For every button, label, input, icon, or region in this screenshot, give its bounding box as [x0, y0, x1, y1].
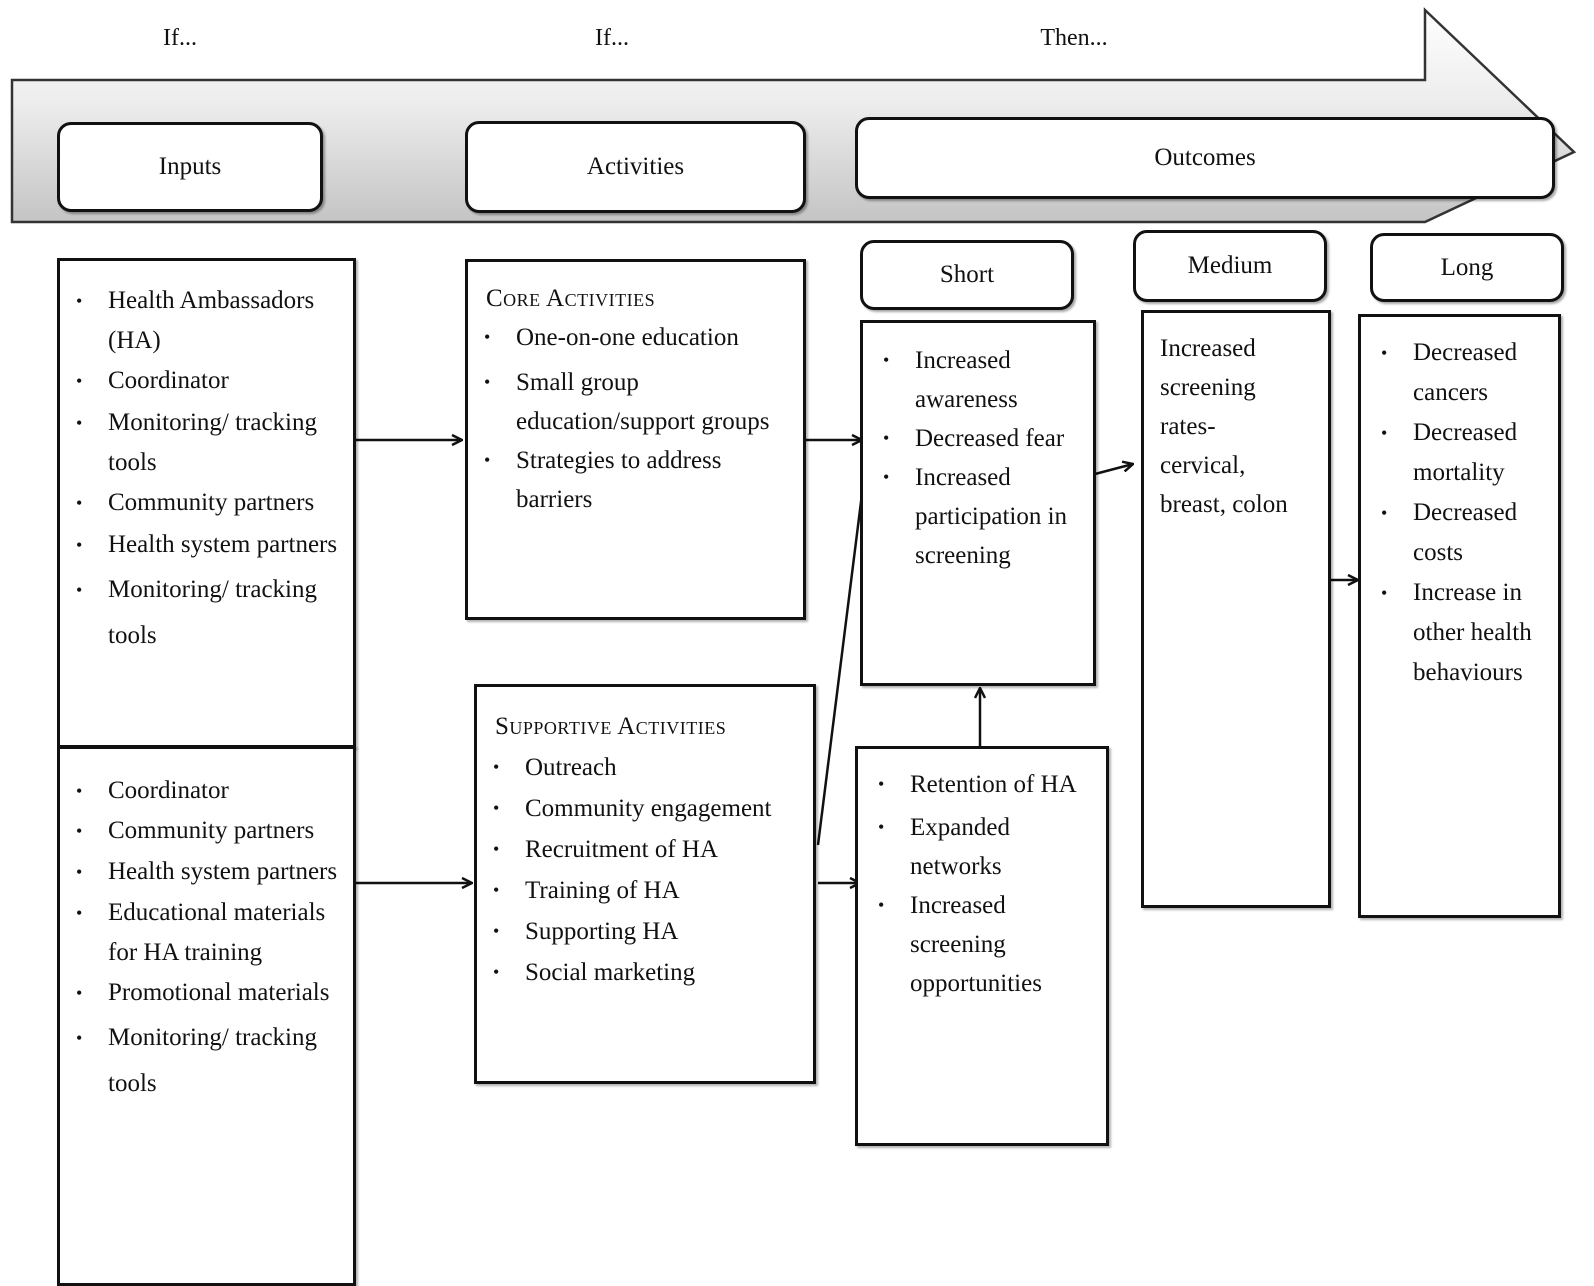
list-item: Health system partners	[60, 523, 353, 567]
list-item: Training of HA	[477, 870, 813, 911]
long-outcomes-list: Decreased cancers Decreased mortality De…	[1361, 333, 1558, 693]
stage-outcomes: Outcomes	[855, 117, 1555, 199]
arrow-supportive-to-short	[816, 446, 868, 846]
inputs-bottom-list: Coordinator Community partners Health sy…	[60, 771, 353, 1107]
list-item: One-on-one education	[468, 318, 803, 357]
supportive-activities-list: Outreach Community engagement Recruitmen…	[477, 747, 813, 993]
list-item: Increase in other health behaviours	[1361, 573, 1558, 693]
supportive-outcomes-list: Retention of HA Expanded networks Increa…	[858, 765, 1106, 1003]
list-item: Small group education/support groups	[468, 363, 803, 441]
list-item: Health system partners	[60, 851, 353, 893]
if-label-2: If...	[595, 25, 629, 51]
list-item: Monitoring/ tracking tools	[60, 567, 353, 659]
list-item: Educational materials for HA training	[60, 893, 353, 973]
list-item: Monitoring/ tracking tools	[60, 403, 353, 483]
short-outcomes-list: Increased awareness Decreased fear Incre…	[863, 341, 1093, 575]
medium-outcomes-text: Increased screening rates- cervical, bre…	[1160, 335, 1288, 518]
medium-outcomes-box: Increased screening rates- cervical, bre…	[1141, 310, 1331, 908]
long-outcomes-box: Decreased cancers Decreased mortality De…	[1358, 314, 1561, 918]
inputs-top-list: Health Ambassadors (HA) Coordinator Moni…	[60, 281, 353, 659]
stage-inputs: Inputs	[57, 122, 323, 212]
list-item: Community partners	[60, 811, 353, 851]
list-item: Expanded networks	[858, 808, 1106, 886]
list-item: Strategies to address barriers	[468, 441, 803, 519]
stage-activities: Activities	[465, 121, 806, 213]
list-item: Decreased cancers	[1361, 333, 1558, 413]
core-activities-heading: Core Activities	[486, 285, 656, 312]
list-item: Retention of HA	[858, 765, 1106, 804]
timeframe-long: Long	[1370, 233, 1564, 302]
timeframe-short: Short	[860, 240, 1074, 310]
list-item: Supporting HA	[477, 911, 813, 952]
if-label-1: If...	[163, 25, 197, 51]
list-item: Outreach	[477, 747, 813, 788]
list-item: Monitoring/ tracking tools	[60, 1015, 353, 1107]
arrow-short-to-medium	[1094, 464, 1133, 476]
list-item: Promotional materials	[60, 973, 353, 1013]
core-activities-list: One-on-one education Small group educati…	[468, 318, 803, 519]
list-item: Increased screening opportunities	[858, 886, 1106, 1003]
list-item: Decreased costs	[1361, 493, 1558, 573]
supportive-activities-heading: Supportive Activities	[495, 713, 727, 740]
list-item: Health Ambassadors (HA)	[60, 281, 353, 361]
list-item: Community partners	[60, 483, 353, 523]
list-item: Recruitment of HA	[477, 829, 813, 870]
list-item: Decreased fear	[863, 419, 1093, 458]
list-item: Decreased mortality	[1361, 413, 1558, 493]
list-item: Coordinator	[60, 361, 353, 401]
short-outcomes-box: Increased awareness Decreased fear Incre…	[860, 320, 1096, 686]
then-label: Then...	[1040, 25, 1108, 51]
inputs-bottom-box: Coordinator Community partners Health sy…	[57, 746, 356, 1286]
list-item: Increased awareness	[863, 341, 1093, 419]
list-item: Community engagement	[477, 788, 813, 829]
list-item: Increased participation in screening	[863, 458, 1093, 575]
inputs-top-box: Health Ambassadors (HA) Coordinator Moni…	[57, 258, 356, 748]
list-item: Coordinator	[60, 771, 353, 811]
timeframe-medium: Medium	[1133, 230, 1327, 302]
supportive-outcomes-box: Retention of HA Expanded networks Increa…	[855, 746, 1109, 1146]
list-item: Social marketing	[477, 952, 813, 993]
core-activities-box: Core Activities One-on-one education Sma…	[465, 259, 806, 620]
supportive-activities-box: Supportive Activities Outreach Community…	[474, 684, 816, 1084]
